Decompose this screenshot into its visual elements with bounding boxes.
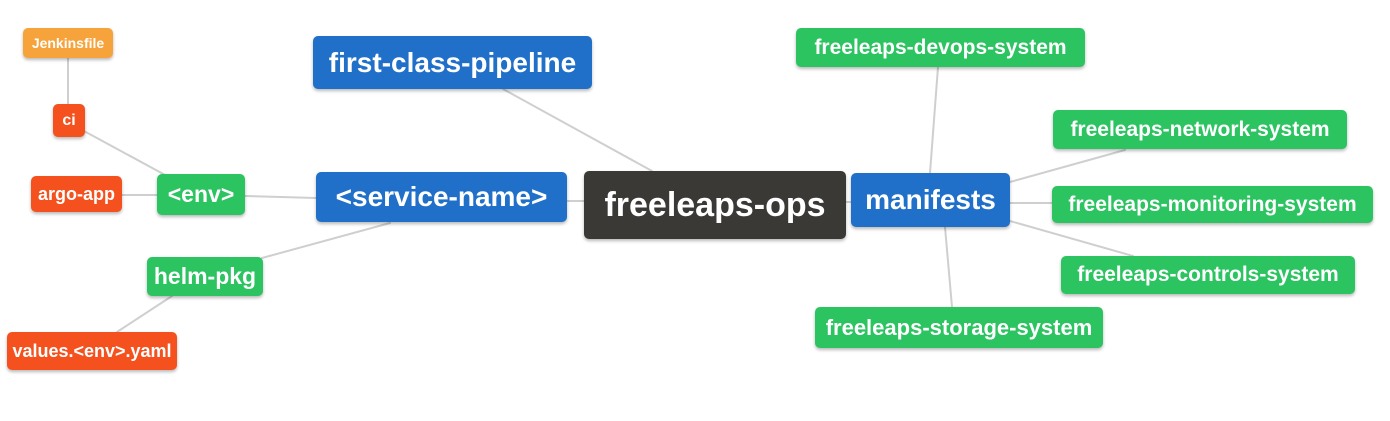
edge-service-name-helm-pkg	[261, 222, 391, 259]
edge-manifests-storage-system	[944, 226, 953, 308]
node-freeleaps-network-system[interactable]: freeleaps-network-system	[1053, 110, 1347, 149]
node-values-env-yaml[interactable]: values.<env>.yaml	[7, 332, 177, 370]
node-argo-app[interactable]: argo-app	[31, 176, 122, 212]
node-helm-pkg[interactable]: helm-pkg	[147, 257, 263, 296]
edge-manifests-network-system	[1009, 149, 1126, 183]
edge-manifests-controls-system	[1009, 220, 1134, 257]
node-env[interactable]: <env>	[157, 174, 245, 215]
edge-manifests-devops-system	[929, 66, 939, 174]
node-manifests[interactable]: manifests	[851, 173, 1010, 227]
node-freeleaps-ops[interactable]: freeleaps-ops	[584, 171, 846, 239]
node-freeleaps-storage-system[interactable]: freeleaps-storage-system	[815, 307, 1103, 348]
node-jenkinsfile[interactable]: Jenkinsfile	[23, 28, 113, 58]
node-freeleaps-controls-system[interactable]: freeleaps-controls-system	[1061, 256, 1355, 294]
node-freeleaps-devops-system[interactable]: freeleaps-devops-system	[796, 28, 1085, 67]
node-ci[interactable]: ci	[53, 104, 85, 137]
node-first-class-pipeline[interactable]: first-class-pipeline	[313, 36, 592, 89]
edge-ci-env	[83, 130, 168, 177]
node-service-name[interactable]: <service-name>	[316, 172, 567, 222]
edge-helm-pkg-values-env-yaml	[116, 295, 173, 333]
edge-env-service-name	[244, 195, 317, 199]
node-freeleaps-monitoring-system[interactable]: freeleaps-monitoring-system	[1052, 186, 1373, 223]
edge-first-class-pipeline-ops	[502, 88, 653, 172]
